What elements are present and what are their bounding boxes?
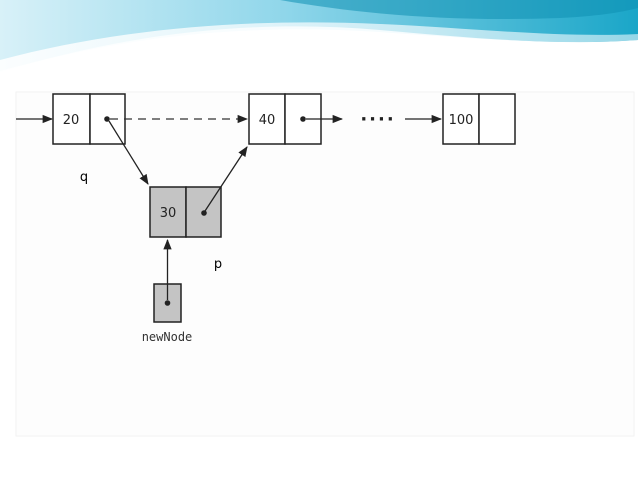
node-30-pointer-dot [201,210,207,216]
node-100-next-cell [478,93,516,145]
link-30-to-40-arrow [204,146,248,212]
node-100: 100 [442,93,516,145]
link-20-to-30-arrow [108,120,149,185]
node-30: 30 [149,186,222,238]
node-20-value: 20 [63,113,80,128]
node-20: 20 [52,93,126,145]
header-wave-banner [0,0,638,73]
node-100-value: 100 [449,113,474,128]
node-30-value: 30 [160,206,177,221]
node-20-data-cell [52,93,91,145]
node-30-data-cell [149,186,187,238]
new-node-pointer-dot [164,300,171,306]
node-100-data-cell [442,93,480,145]
content-panel [15,91,635,437]
node-40-pointer-dot [300,116,306,122]
node-40-data-cell [248,93,286,145]
label-p: p [214,257,222,272]
label-q: q [80,170,88,185]
new-node-caption: newNode [142,330,193,344]
node-20-pointer-dot [104,116,110,122]
node-40-value: 40 [259,113,276,128]
ellipsis-more-nodes: ···· [360,109,395,130]
